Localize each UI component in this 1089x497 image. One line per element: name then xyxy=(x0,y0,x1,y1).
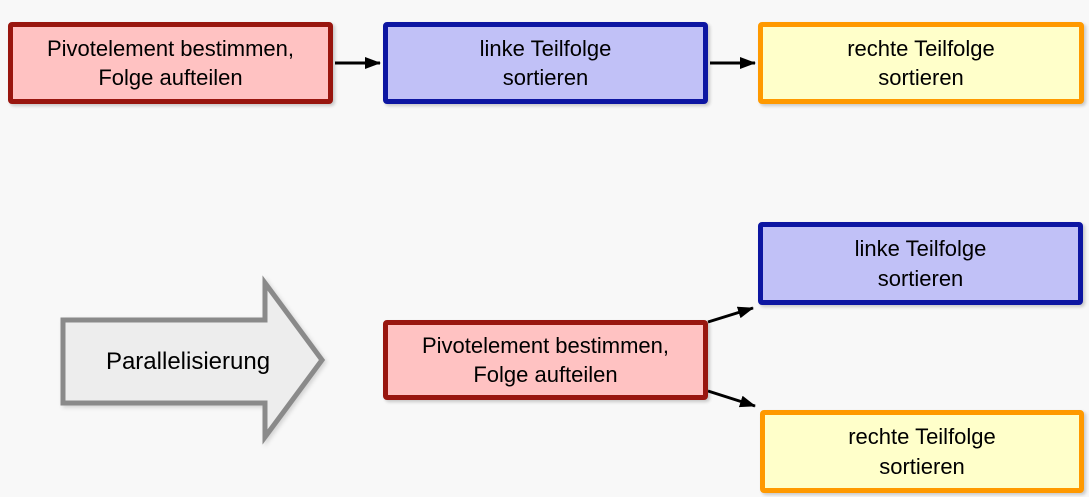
seq-right-line1: rechte Teilfolge xyxy=(847,35,995,61)
seq-left-line1: linke Teilfolge xyxy=(479,35,612,61)
par-pivot-line2: Folge aufteilen xyxy=(473,362,618,387)
parallelisierung-block-arrow-icon xyxy=(60,275,326,445)
par-right-line2: sortieren xyxy=(879,453,965,479)
par-right-subsequence-box: rechte Teilfolge sortieren xyxy=(760,410,1084,493)
par-pivot-line1: Pivotelement bestimmen, xyxy=(422,332,669,358)
seq-pivot-line2: Folge aufteilen xyxy=(98,65,243,90)
seq-left-line2: sortieren xyxy=(502,65,589,90)
seq-right-subsequence-box: rechte Teilfolge sortieren xyxy=(758,22,1084,104)
par-right-line1: rechte Teilfolge xyxy=(848,424,996,450)
parallelisierung-label: Parallelisierung xyxy=(105,347,271,375)
par-pivot-box: Pivotelement bestimmen, Folge aufteilen xyxy=(383,320,708,400)
seq-right-line2: sortieren xyxy=(878,65,964,90)
seq-pivot-line1: Pivotelement bestimmen, xyxy=(47,35,294,61)
arrow-par-pivot-to-left-icon xyxy=(707,306,754,324)
par-left-line1: linke Teilfolge xyxy=(854,236,987,262)
arrow-par-pivot-to-right-icon xyxy=(707,389,756,408)
seq-left-subsequence-box: linke Teilfolge sortieren xyxy=(383,22,708,104)
seq-pivot-box: Pivotelement bestimmen, Folge aufteilen xyxy=(8,22,333,104)
par-left-subsequence-box: linke Teilfolge sortieren xyxy=(758,222,1083,305)
par-left-line2: sortieren xyxy=(877,265,964,291)
